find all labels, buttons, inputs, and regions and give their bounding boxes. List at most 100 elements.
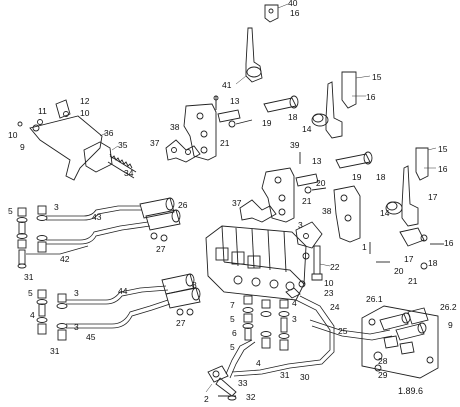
label-20b: 20 xyxy=(394,266,404,276)
lever-upper-right-part xyxy=(311,71,371,139)
label-31c: 31 xyxy=(280,370,290,380)
pipe-42-43-part xyxy=(26,205,151,255)
label-16: 16 xyxy=(290,8,300,18)
label-12: 12 xyxy=(80,96,90,106)
label-45: 45 xyxy=(86,332,96,342)
label-2: 2 xyxy=(204,394,209,404)
label-5: 5 xyxy=(8,206,13,216)
label-32: 32 xyxy=(246,392,256,402)
label-13: 13 xyxy=(230,96,240,106)
label-15b: 15 xyxy=(438,144,448,154)
label-42: 42 xyxy=(60,254,70,264)
label-35: 35 xyxy=(118,140,128,150)
label-18b: 18 xyxy=(376,172,386,182)
label-9b: 9 xyxy=(448,320,453,330)
right-plate-part xyxy=(361,305,439,379)
label-11: 11 xyxy=(38,106,47,116)
label-30: 30 xyxy=(300,372,310,382)
part-labels: 40 16 41 13 15 16 12 11 10 10 38 19 37 2… xyxy=(8,0,457,404)
label-23: 23 xyxy=(324,288,334,298)
label-3d: 3 xyxy=(292,314,297,324)
label-4b: 4 xyxy=(30,310,35,320)
lever-41-part xyxy=(235,27,263,85)
middle-linkage-part xyxy=(239,151,373,249)
label-8: 8 xyxy=(192,280,197,290)
label-14b: 14 xyxy=(380,208,390,218)
label-34: 34 xyxy=(124,168,134,178)
bolt-22-part xyxy=(311,245,331,281)
label-6: 6 xyxy=(232,328,237,338)
label-5d: 5 xyxy=(230,342,235,352)
label-27b: 27 xyxy=(176,318,186,328)
label-37b: 37 xyxy=(232,198,242,208)
label-5b: 5 xyxy=(28,288,33,298)
label-21c: 21 xyxy=(408,276,418,286)
label-1: 1 xyxy=(362,242,367,252)
label-25: 25 xyxy=(338,326,348,336)
label-21b: 21 xyxy=(302,196,312,206)
label-40: 40 xyxy=(288,0,298,8)
label-5c: 5 xyxy=(230,314,235,324)
label-4: 4 xyxy=(292,298,297,308)
lower-left-fitting-part xyxy=(205,365,237,401)
top-bracket-part xyxy=(264,3,289,23)
label-14: 14 xyxy=(302,124,312,134)
label-16b: 16 xyxy=(366,92,376,102)
upper-linkage-part xyxy=(165,95,299,163)
label-16c: 16 xyxy=(438,164,448,174)
label-10b: 10 xyxy=(8,130,18,140)
label-19b: 19 xyxy=(352,172,362,182)
label-10: 10 xyxy=(80,108,90,118)
label-24: 24 xyxy=(330,302,340,312)
lower-centre-fittings-part xyxy=(225,295,393,379)
label-27: 27 xyxy=(156,244,166,254)
label-33: 33 xyxy=(238,378,248,388)
label-31b: 31 xyxy=(50,346,60,356)
label-15: 15 xyxy=(372,72,382,82)
label-7: 7 xyxy=(230,300,235,310)
control-valve-part xyxy=(205,225,307,301)
label-3e: 3 xyxy=(74,322,79,332)
label-26-1: 26.1 xyxy=(366,294,383,304)
label-10c: 10 xyxy=(324,278,334,288)
label-44: 44 xyxy=(118,286,128,296)
label-16d: 16 xyxy=(444,238,454,248)
label-3b: 3 xyxy=(298,220,303,230)
coupler-44-part xyxy=(161,273,201,316)
label-28: 28 xyxy=(378,356,388,366)
label-21: 21 xyxy=(220,138,230,148)
left-fittings-upper-part xyxy=(16,205,48,269)
label-26-2: 26.2 xyxy=(440,302,457,312)
label-4c: 4 xyxy=(256,358,261,368)
label-19: 19 xyxy=(262,118,272,128)
label-17b: 17 xyxy=(404,254,414,264)
date-code: 1.89.6 xyxy=(398,386,423,396)
label-38b: 38 xyxy=(322,206,332,216)
label-9: 9 xyxy=(20,142,25,152)
label-36: 36 xyxy=(104,128,114,138)
label-17: 17 xyxy=(428,192,438,202)
label-13b: 13 xyxy=(312,156,322,166)
label-41: 41 xyxy=(222,80,232,90)
left-fittings-lower-part xyxy=(36,289,68,341)
label-20: 20 xyxy=(316,178,326,188)
label-26: 26 xyxy=(178,200,188,210)
label-3: 3 xyxy=(54,202,59,212)
lever-lower-right-part xyxy=(385,147,437,247)
label-31: 31 xyxy=(24,272,34,282)
label-3c: 3 xyxy=(74,288,79,298)
label-39: 39 xyxy=(290,140,300,150)
pins-part xyxy=(215,96,444,288)
label-38: 38 xyxy=(170,122,180,132)
label-22: 22 xyxy=(330,262,340,272)
coupler-26-part xyxy=(139,197,181,242)
label-43: 43 xyxy=(92,212,102,222)
label-18c: 18 xyxy=(428,258,438,268)
pipe-44-45-part xyxy=(66,285,171,329)
bracket-9-part xyxy=(17,99,137,181)
label-18: 18 xyxy=(288,112,298,122)
label-37: 37 xyxy=(150,138,160,148)
label-29: 29 xyxy=(378,370,388,380)
